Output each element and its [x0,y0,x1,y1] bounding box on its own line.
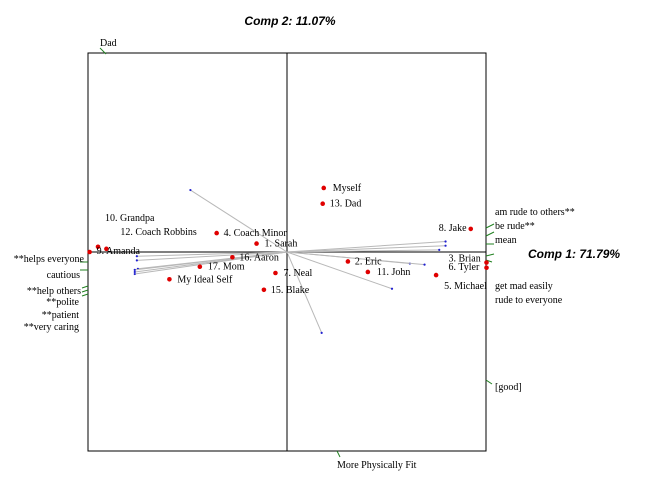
construct-label-right-6: [good] [495,382,522,393]
construct-vector-end-9 [135,255,138,258]
construct-vector-end-12 [133,268,136,271]
construct-vector-1 [190,189,288,253]
construct-vector-end-13 [133,270,136,274]
construct-vector-10 [136,251,288,261]
element-label-14: 11. John [377,267,411,278]
element-point-7 [104,246,109,252]
construct-vector-3 [286,245,446,253]
construct-label-right-4: get mad easily [495,281,553,292]
element-label-17: My Ideal Self [177,274,233,285]
construct-tick-2 [336,450,341,458]
construct-vector-8 [286,251,323,334]
element-point-10 [345,259,351,264]
construct-tick-6 [485,253,495,257]
construct-label-right-3: mean [495,235,517,246]
construct-vector-end-10 [135,259,138,262]
element-point-17 [167,277,172,282]
element-label-10: 2. Eric [355,256,382,267]
construct-label-left-6: **very caring [24,322,79,333]
construct-vector-end-6 [423,263,426,266]
construct-vector-end-7 [390,287,394,290]
element-point-8 [87,249,92,255]
construct-vector-14 [134,251,288,275]
element-label-16: 7. Neal [283,268,312,279]
construct-label-right-2: be rude** [495,221,535,232]
construct-tick-8 [485,379,493,385]
element-label-15: 5. Michael [444,281,487,292]
construct-tick-1 [99,47,107,55]
element-point-15 [433,272,439,278]
construct-label-right-1: am rude to others** [495,207,575,218]
construct-label-left-4: **polite [46,297,79,308]
element-point-18 [261,287,267,293]
construct-vector-end-14 [133,272,136,276]
element-point-1 [321,185,327,191]
construct-tick-13 [81,293,89,297]
construct-tick-4 [485,231,495,237]
element-label-2: 13. Dad [330,199,362,210]
element-label-9: 16. Aaron [239,252,278,263]
element-point-6 [95,244,101,250]
element-label-13: 17. Mom [208,262,245,273]
element-label-3: 8. Jake [439,223,467,234]
element-point-16 [273,270,278,276]
construct-vector-end-8 [320,331,323,334]
element-point-12 [484,265,489,271]
element-label-8: 9. Amanda [97,246,141,257]
construct-vector-end-3 [444,244,447,247]
element-point-2 [320,201,326,206]
construct-tick-3 [485,223,495,229]
construct-ticks [80,47,495,458]
element-label-18: 15. Blake [271,285,310,296]
construct-vector-end-2 [444,240,447,243]
construct-vector-9 [136,251,288,257]
construct-vector-7 [286,251,393,290]
element-point-4 [214,230,219,236]
element-point-13 [197,264,203,270]
construct-vector-4 [286,249,440,253]
element-point-11 [484,260,489,265]
construct-vector-6 [286,251,425,266]
construct-vectors [133,188,447,334]
element-label-1: Myself [333,183,362,194]
construct-tick-11 [81,285,89,289]
element-point-9 [230,254,235,260]
element-label-7: 12. Coach Robbins [120,227,196,238]
construct-vector-2 [286,241,446,253]
construct-label-left-1: **helps everyone [14,254,85,265]
construct-label-right-5: rude to everyone [495,295,563,306]
construct-label-left-2: cautious [47,270,80,281]
construct-label-bottom-1: More Physically Fit [337,460,417,471]
element-point-3 [468,226,474,232]
construct-vector-end-1 [189,188,192,192]
chart-title: Comp 2: 11.07% [244,14,335,28]
element-label-12: 6. Tyler [449,262,480,273]
element-label-5: 1. Sarah [265,239,298,250]
element-label-4: 4. Coach Minor [224,228,288,239]
x-axis-label: Comp 1: 71.79% [528,247,620,261]
construct-label-top-1: Dad [100,38,117,49]
element-label-11: 3. Brian [449,254,481,265]
element-point-5 [254,241,259,246]
construct-label-left-3: **help others [27,286,81,297]
element-point-14 [365,269,371,275]
construct-tick-12 [81,289,89,293]
construct-label-left-5: **patient [42,310,79,321]
element-label-6: 10. Grandpa [105,213,155,224]
construct-vector-end-4 [438,248,441,251]
